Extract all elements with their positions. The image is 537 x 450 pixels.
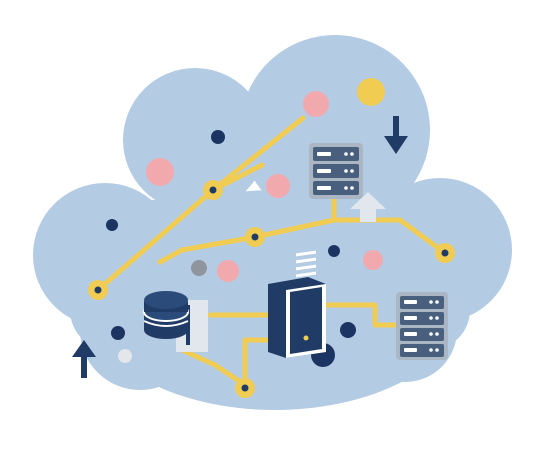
dot-light [118,349,132,363]
upload-arrow-icon [72,340,96,378]
connector-node [203,180,223,200]
server-rack-icon [309,143,363,199]
dot-gray [191,260,207,276]
server-rack-icon [396,292,448,360]
database-icon [143,291,208,352]
light-upload-arrow-icon [350,192,386,222]
connector-line [242,337,271,388]
connector-line [179,347,248,388]
tower-server-icon [268,250,326,358]
dot-navy [211,130,225,144]
decorative-dots [106,78,385,367]
dot-pink [303,91,329,117]
dot-navy [328,245,340,257]
dot-navy [111,326,125,340]
dot-navy [106,219,118,231]
connector-node [245,227,265,247]
connector-line [331,217,448,256]
connector-line [321,302,401,328]
dot-pink [266,174,290,198]
connector-node [88,280,108,300]
dot-navy [340,322,356,338]
dot-pink [217,260,239,282]
connector-nodes [88,180,455,398]
connector-node [235,378,255,398]
dot-pink [146,158,174,186]
connector-node [435,243,455,263]
dot-pink [363,250,383,270]
dot-yellow [357,78,385,106]
download-arrow-icon [384,116,408,154]
